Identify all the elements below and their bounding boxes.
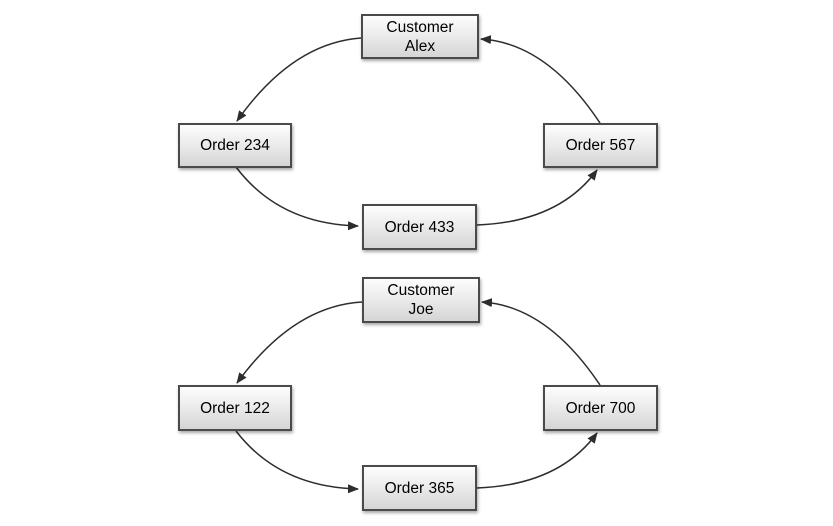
node-order-700: Order 700 — [543, 385, 658, 431]
node-customer-alex: Customer Alex — [361, 14, 479, 59]
edge-order-700-to-customer-joe — [481, 298, 601, 386]
node-label-line: Order 365 — [384, 479, 455, 497]
node-label-line: Alex — [404, 37, 436, 55]
node-order-122: Order 122 — [178, 385, 292, 431]
node-label-line: Order 700 — [565, 399, 636, 417]
edge-order-365-to-order-700 — [476, 432, 598, 489]
node-label-line: Joe — [408, 301, 434, 318]
node-order-567: Order 567 — [543, 123, 658, 168]
edge-customer-alex-to-order-234 — [236, 37, 362, 122]
node-label-line: Customer — [387, 282, 455, 299]
node-order-234: Order 234 — [178, 123, 292, 168]
node-label-line: Order 567 — [565, 137, 636, 154]
edge-customer-joe-to-order-122 — [236, 301, 363, 384]
edge-order-567-to-customer-alex — [480, 35, 601, 124]
node-label-line: Order 234 — [200, 137, 270, 154]
node-order-365: Order 365 — [362, 465, 477, 511]
node-label-line: Order 433 — [384, 218, 455, 236]
edge-order-433-to-order-567 — [476, 169, 598, 226]
node-customer-joe: Customer Joe — [362, 277, 480, 323]
node-order-433: Order 433 — [362, 204, 477, 250]
edge-order-122-to-order-365 — [235, 430, 359, 494]
node-label-line: Order 122 — [200, 399, 270, 417]
edge-order-234-to-order-433 — [235, 166, 359, 231]
node-label-line: Customer — [386, 18, 454, 36]
